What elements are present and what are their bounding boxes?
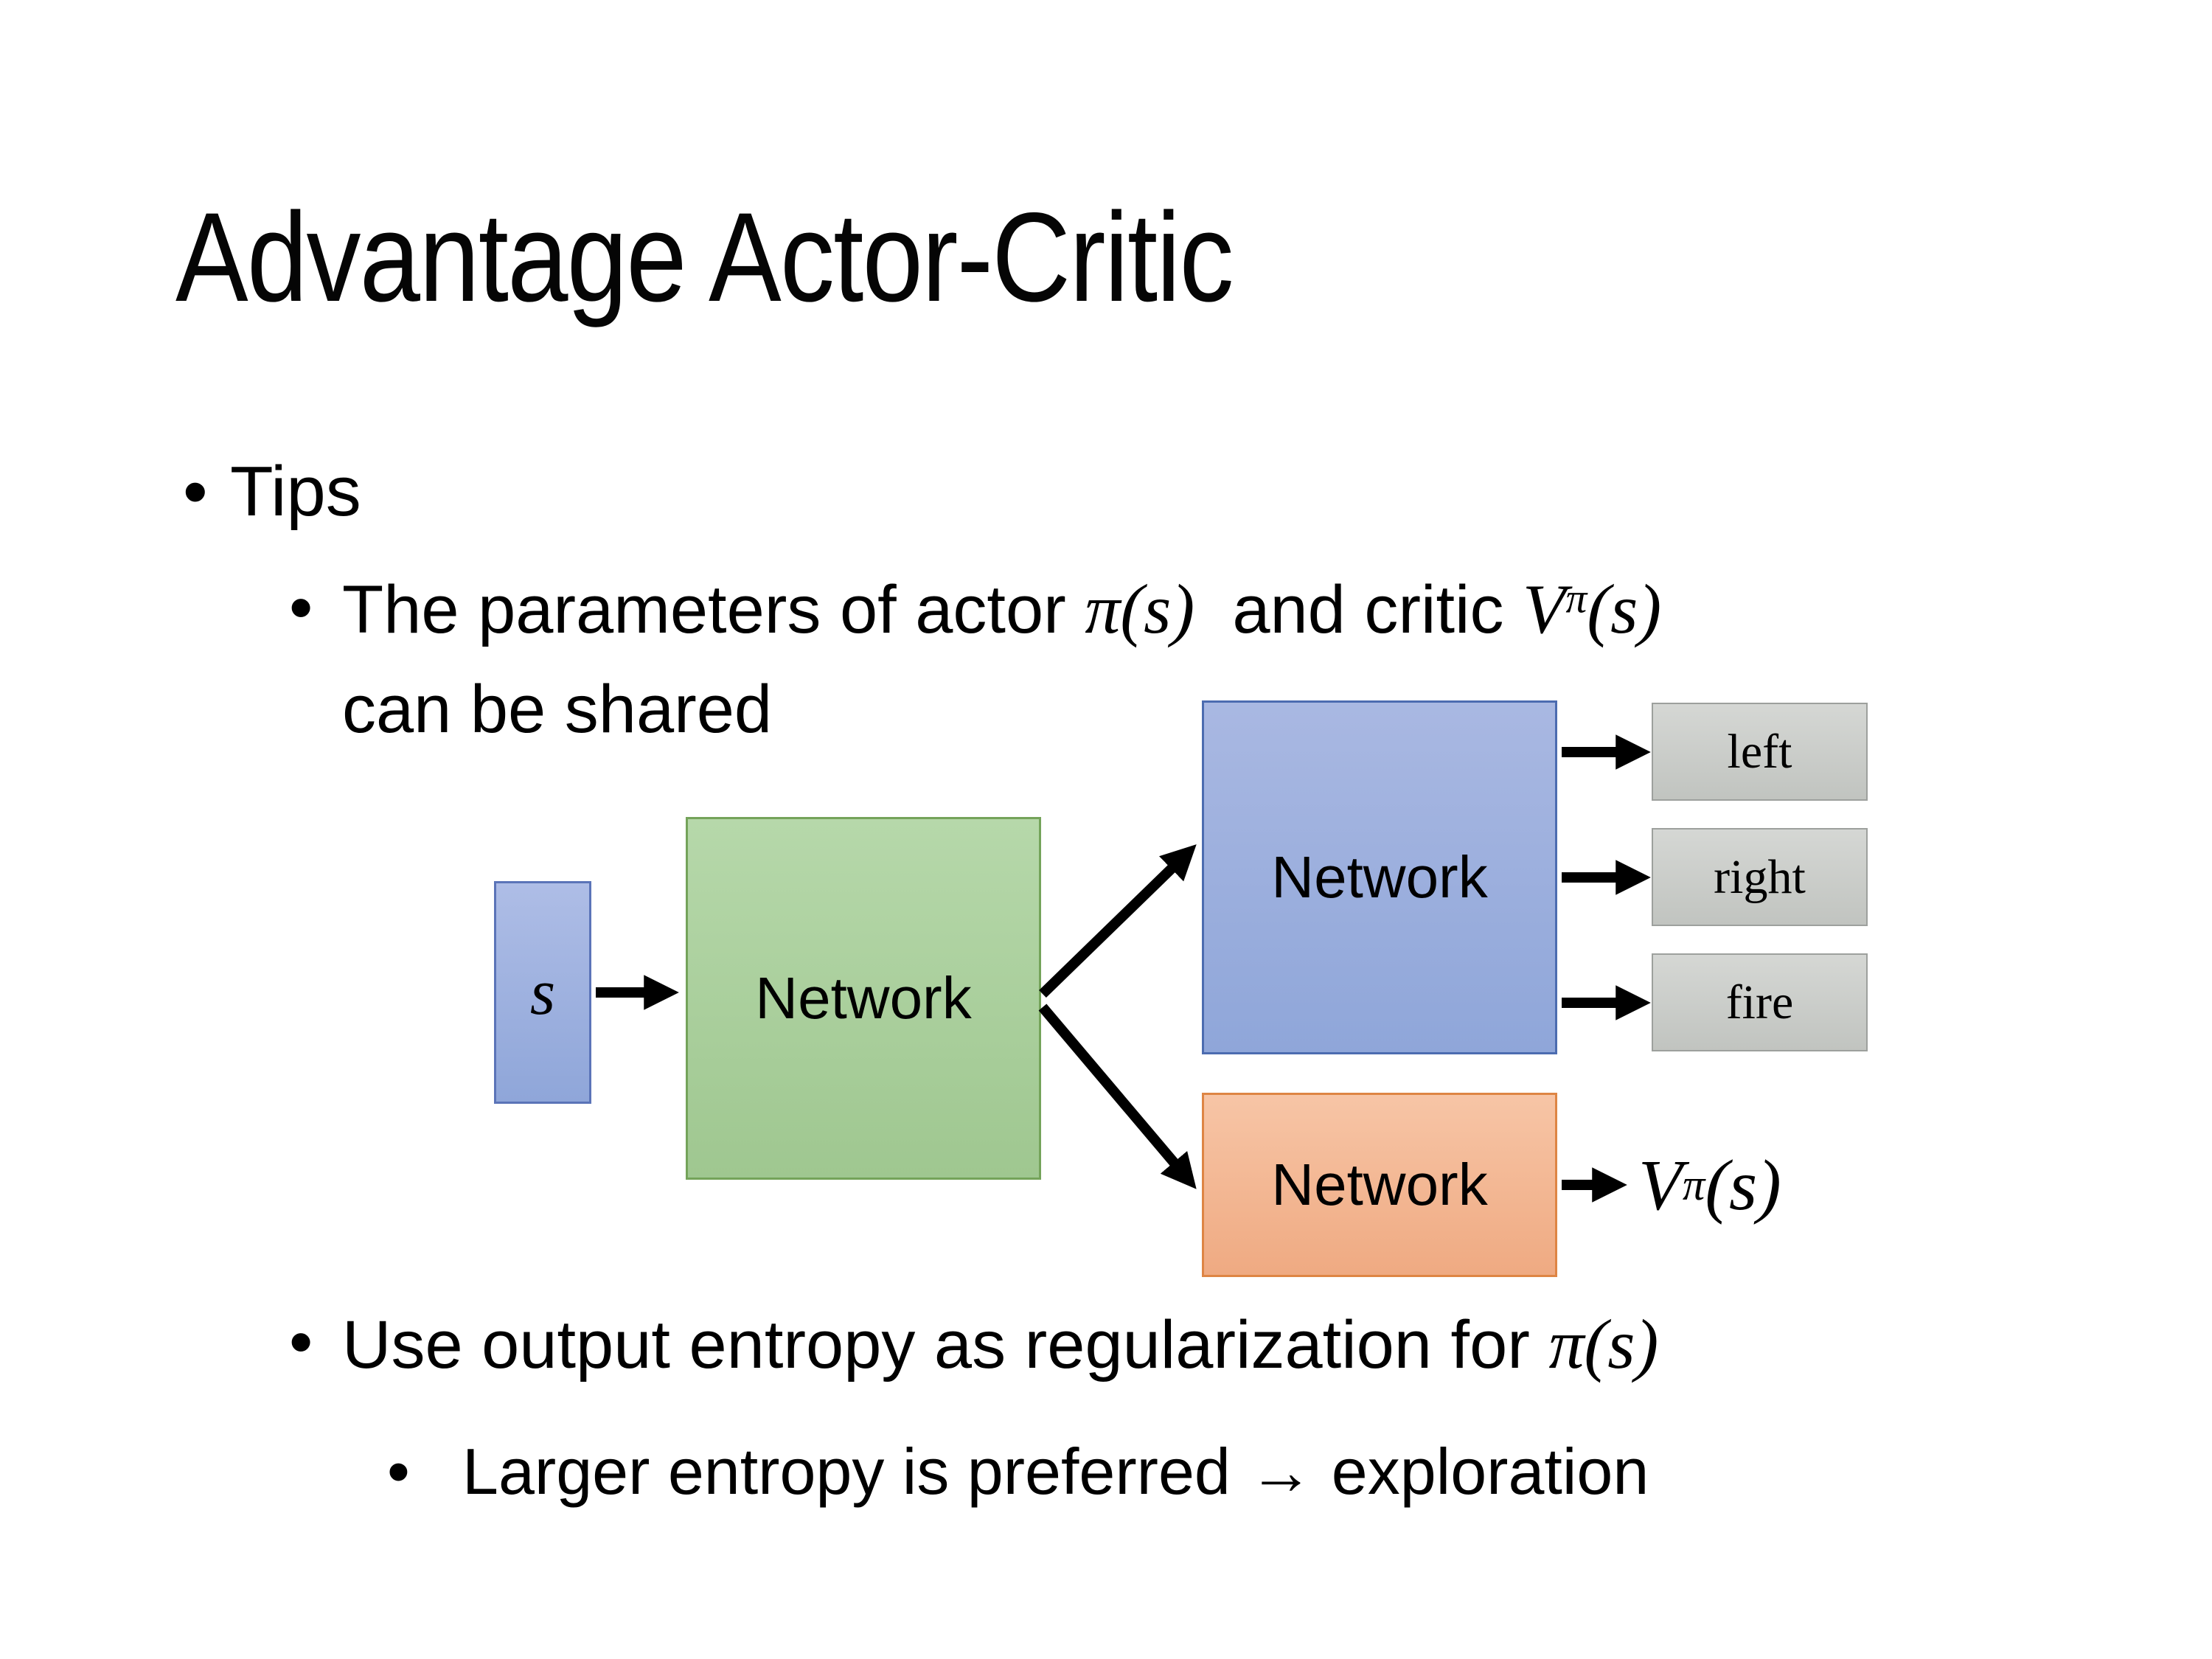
shared-network-box: Network	[686, 817, 1041, 1180]
action-box-right: right	[1652, 828, 1868, 926]
v-symbol: V	[1523, 570, 1566, 648]
page-title: Advantage Actor-Critic	[175, 187, 1234, 328]
exploration-text: Larger entropy is preferred → exploratio…	[462, 1435, 1649, 1508]
bullet-line-tips: • Tips	[183, 451, 361, 532]
entropy-pi-math: π(s)	[1548, 1305, 1659, 1383]
bullet-icon: •	[183, 452, 208, 531]
bullet-icon: •	[387, 1435, 410, 1508]
bullet-line-exploration: • Larger entropy is preferred → explorat…	[387, 1434, 1649, 1509]
value-v-arguments: (s)	[1705, 1145, 1781, 1225]
bullet-line-entropy: • Use output entropy as regularization f…	[289, 1304, 1658, 1385]
bullet-line-parameters: • The parameters of actor π(s) and criti…	[289, 559, 1661, 758]
action-box-fire: fire	[1652, 953, 1868, 1051]
action-box-left: left	[1652, 703, 1868, 801]
entropy-text: Use output entropy as regularization for…	[342, 1304, 1658, 1385]
action-fire-label: fire	[1725, 975, 1794, 1029]
arrow-shared-to-actor	[1039, 844, 1197, 998]
state-box: s	[494, 881, 591, 1104]
parameters-line2: can be shared	[342, 671, 773, 747]
action-right-label: right	[1714, 849, 1806, 904]
actor-pi-math: π(s)	[1085, 570, 1195, 648]
parameters-text: The parameters of actor π(s) and critic …	[342, 559, 1661, 758]
arrow-shared-to-critic	[1038, 1004, 1197, 1189]
v-superscript-pi: π	[1565, 575, 1587, 622]
critic-network-label: Network	[1271, 1152, 1488, 1217]
shared-network-label: Network	[755, 965, 972, 1031]
bullet-icon: •	[289, 570, 313, 645]
critic-network-box: Network	[1202, 1093, 1557, 1277]
v-arguments: (s)	[1587, 570, 1662, 648]
actor-network-label: Network	[1271, 844, 1488, 910]
tips-label: Tips	[230, 452, 361, 531]
actor-network-box: Network	[1202, 700, 1557, 1054]
parameters-pre: The parameters of actor	[342, 572, 1085, 647]
value-v-symbol: V	[1638, 1145, 1683, 1225]
action-left-label: left	[1727, 724, 1792, 779]
state-label: s	[529, 956, 556, 1029]
bullet-icon: •	[289, 1304, 313, 1380]
parameters-mid: and critic	[1194, 572, 1523, 647]
critic-v-math: Vπ(s)	[1523, 570, 1661, 648]
entropy-pre: Use output entropy as regularization for	[342, 1307, 1549, 1382]
